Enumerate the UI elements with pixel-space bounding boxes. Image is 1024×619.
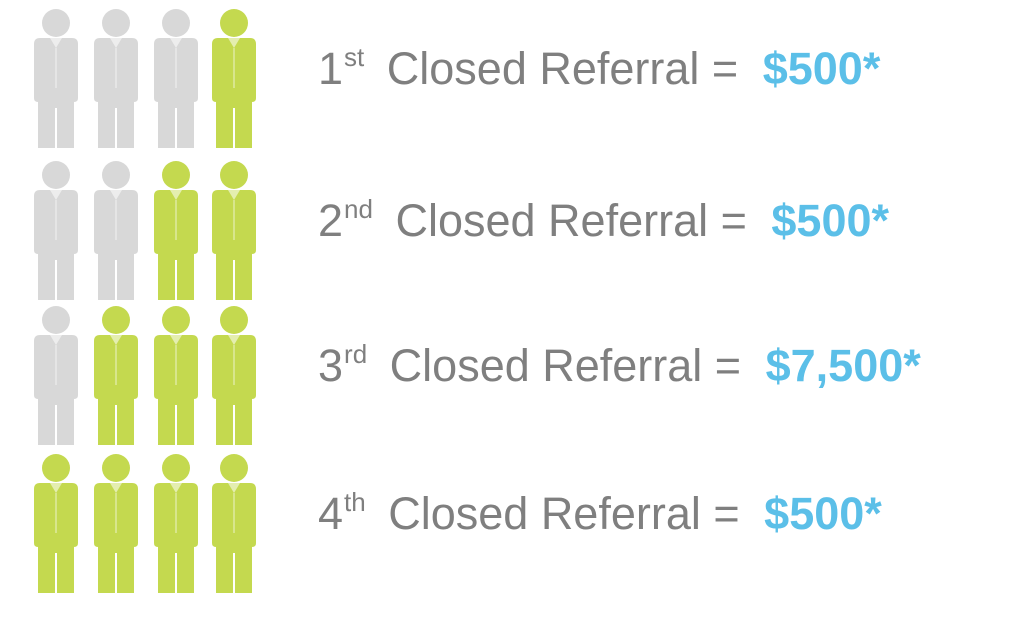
person-icon — [150, 8, 202, 148]
person-icon — [208, 453, 260, 593]
person-icon — [90, 305, 142, 445]
person-icon — [30, 305, 82, 445]
referral-text: Closed Referral = — [395, 195, 747, 246]
ordinal-suffix: nd — [344, 194, 373, 224]
person-icon — [90, 453, 142, 593]
person-icon — [208, 8, 260, 148]
ordinal-number: 2 — [318, 195, 344, 246]
referral-row-4: 4th Closed Referral = $500* — [0, 453, 1024, 599]
reward-amount: $7,500* — [765, 340, 921, 391]
referral-label: 3rd Closed Referral = $7,500* — [318, 339, 921, 391]
ordinal-number: 3 — [318, 340, 344, 391]
ordinal-number: 1 — [318, 43, 344, 94]
referral-text: Closed Referral = — [388, 488, 740, 539]
person-icon — [30, 8, 82, 148]
people-group — [30, 160, 262, 300]
person-icon — [90, 8, 142, 148]
referral-row-2: 2nd Closed Referral = $500* — [0, 160, 1024, 306]
referral-row-3: 3rd Closed Referral = $7,500* — [0, 305, 1024, 451]
person-icon — [150, 160, 202, 300]
ordinal-suffix: rd — [344, 339, 368, 369]
reward-amount: $500* — [762, 43, 881, 94]
ordinal-number: 4 — [318, 488, 344, 539]
people-group — [30, 305, 262, 445]
ordinal-suffix: st — [344, 42, 365, 72]
referral-text: Closed Referral = — [389, 340, 742, 391]
ordinal-suffix: th — [344, 487, 366, 517]
person-icon — [90, 160, 142, 300]
people-group — [30, 8, 262, 148]
person-icon — [208, 305, 260, 445]
person-icon — [150, 453, 202, 593]
person-icon — [30, 160, 82, 300]
reward-amount: $500* — [771, 195, 890, 246]
people-group — [30, 453, 262, 593]
person-icon — [208, 160, 260, 300]
referral-row-1: 1st Closed Referral = $500* — [0, 8, 1024, 154]
referral-label: 2nd Closed Referral = $500* — [318, 194, 890, 246]
person-icon — [150, 305, 202, 445]
reward-amount: $500* — [764, 488, 882, 539]
referral-text: Closed Referral = — [386, 43, 739, 94]
referral-label: 1st Closed Referral = $500* — [318, 42, 881, 94]
person-icon — [30, 453, 82, 593]
referral-label: 4th Closed Referral = $500* — [318, 487, 882, 539]
